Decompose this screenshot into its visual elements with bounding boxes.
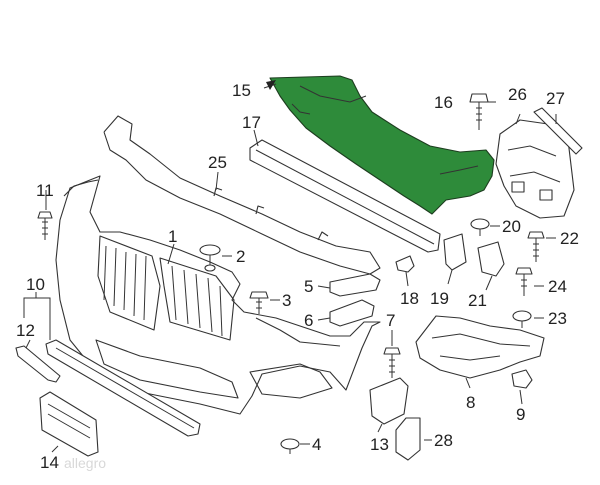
callout-28: 28 [434, 431, 453, 450]
callout-26: 26 [508, 85, 527, 104]
screw-11 [37, 211, 53, 240]
lower-spoiler [45, 339, 201, 437]
bracket-13 [369, 377, 409, 425]
front-bumper-cover [55, 175, 381, 415]
callout-labels: 1 2 3 4 5 6 7 8 9 10 11 12 13 14 15 16 1… [16, 81, 579, 472]
clip-nut-2 [199, 244, 221, 272]
screw-22 [527, 231, 545, 262]
side-mount-bracket [495, 119, 575, 219]
watermark: allegro [64, 455, 106, 471]
callout-7: 7 [386, 311, 395, 330]
bracket-5 [329, 273, 381, 297]
callout-10: 10 [26, 275, 45, 294]
callout-6: 6 [304, 311, 313, 330]
nut-4 [280, 438, 300, 454]
callout-27: 27 [546, 89, 565, 108]
screw-3 [249, 291, 269, 314]
trim-cover-28 [395, 417, 421, 461]
callout-17: 17 [242, 113, 261, 132]
callout-19: 19 [430, 289, 449, 308]
nut-23 [512, 310, 532, 328]
callout-2: 2 [236, 247, 245, 266]
callout-15: 15 [232, 81, 251, 100]
callout-18: 18 [400, 289, 419, 308]
callout-11: 11 [36, 181, 54, 200]
nut-20 [470, 218, 490, 236]
callout-4: 4 [312, 435, 321, 454]
callout-12: 12 [16, 321, 35, 340]
callout-21: 21 [468, 291, 487, 310]
callout-25: 25 [208, 153, 227, 172]
screw-16 [469, 93, 489, 130]
callout-5: 5 [304, 277, 313, 296]
highlighted-bumper-carrier [269, 75, 495, 215]
clip-18 [395, 255, 415, 273]
lower-bracket-8 [415, 315, 545, 379]
bracket-21 [477, 241, 505, 277]
callout-13: 13 [370, 435, 389, 454]
screw-24 [515, 267, 533, 296]
callout-3: 3 [282, 291, 291, 310]
callout-9: 9 [516, 405, 525, 424]
callout-24: 24 [548, 277, 567, 296]
callout-22: 22 [560, 229, 579, 248]
license-plate-bracket [39, 391, 99, 457]
callout-14: 14 [40, 453, 59, 472]
left-side-trim [15, 345, 61, 383]
bracket-19 [443, 233, 467, 271]
clip-9 [511, 369, 533, 389]
callout-16: 16 [434, 93, 453, 112]
callout-1: 1 [168, 227, 177, 246]
callout-8: 8 [466, 393, 475, 412]
callout-20: 20 [502, 217, 521, 236]
screw-7 [383, 347, 401, 378]
leader-lines [23, 83, 557, 453]
impact-bar [249, 139, 441, 253]
bracket-6 [329, 299, 375, 327]
seal-strip-27 [533, 107, 583, 155]
callout-15-arrow [266, 80, 276, 90]
callout-23: 23 [548, 309, 567, 328]
